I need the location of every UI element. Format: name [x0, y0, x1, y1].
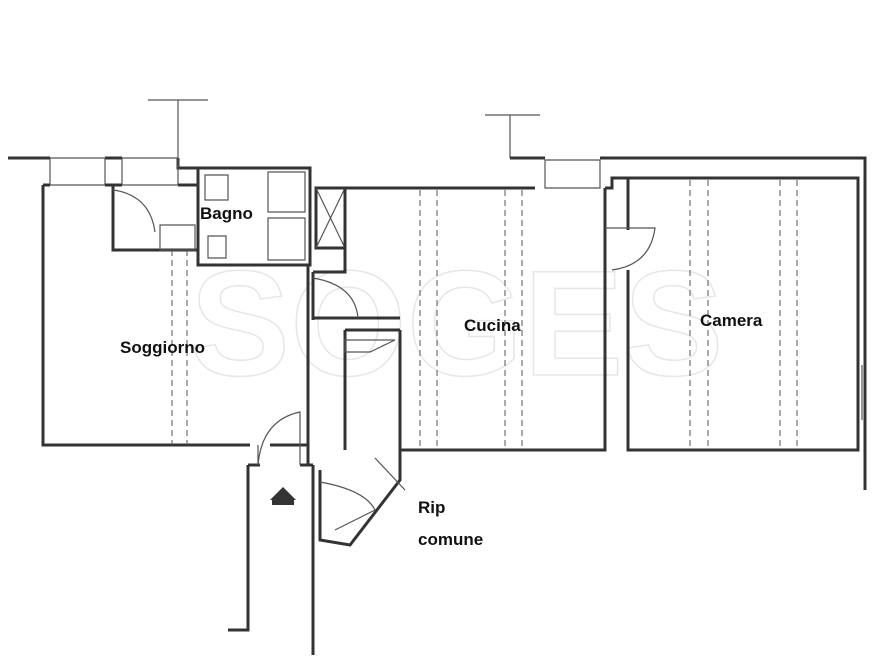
room-label-bagno: Bagno [200, 204, 253, 223]
room-label-rip: Rip [418, 498, 446, 517]
entrance-arrow-icon [270, 487, 296, 505]
room-label-soggiorno: Soggiorno [120, 338, 205, 357]
room-label-comune: comune [418, 530, 484, 549]
room-label-cucina: Cucina [464, 316, 521, 335]
room-label-camera: Camera [700, 311, 763, 330]
